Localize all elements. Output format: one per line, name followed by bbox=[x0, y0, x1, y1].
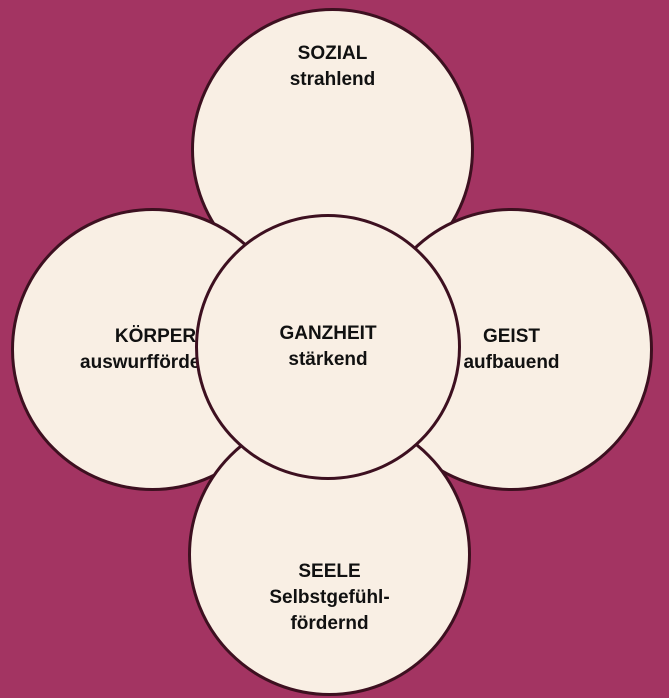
circle-seele-title: SEELE bbox=[298, 561, 361, 582]
circle-sozial-subtitle: strahlend bbox=[289, 69, 376, 90]
circle-koerper-subtitle: auswurffördernd bbox=[80, 351, 231, 373]
circle-ganzheit: GANZHEIT stärkend bbox=[195, 214, 461, 480]
circle-sozial-title: SOZIAL bbox=[297, 43, 368, 64]
circle-seele-subtitle-line2: fördernd bbox=[290, 613, 369, 634]
circle-ganzheit-title: GANZHEIT bbox=[279, 323, 377, 344]
circle-geist-subtitle: aufbauend bbox=[463, 351, 560, 373]
circle-ganzheit-subtitle: stärkend bbox=[288, 349, 368, 370]
circle-geist-title: GEIST bbox=[482, 325, 540, 347]
circle-seele-subtitle-line1: Selbstgefühl- bbox=[269, 587, 390, 608]
circle-koerper-title: KÖRPER bbox=[114, 325, 197, 347]
